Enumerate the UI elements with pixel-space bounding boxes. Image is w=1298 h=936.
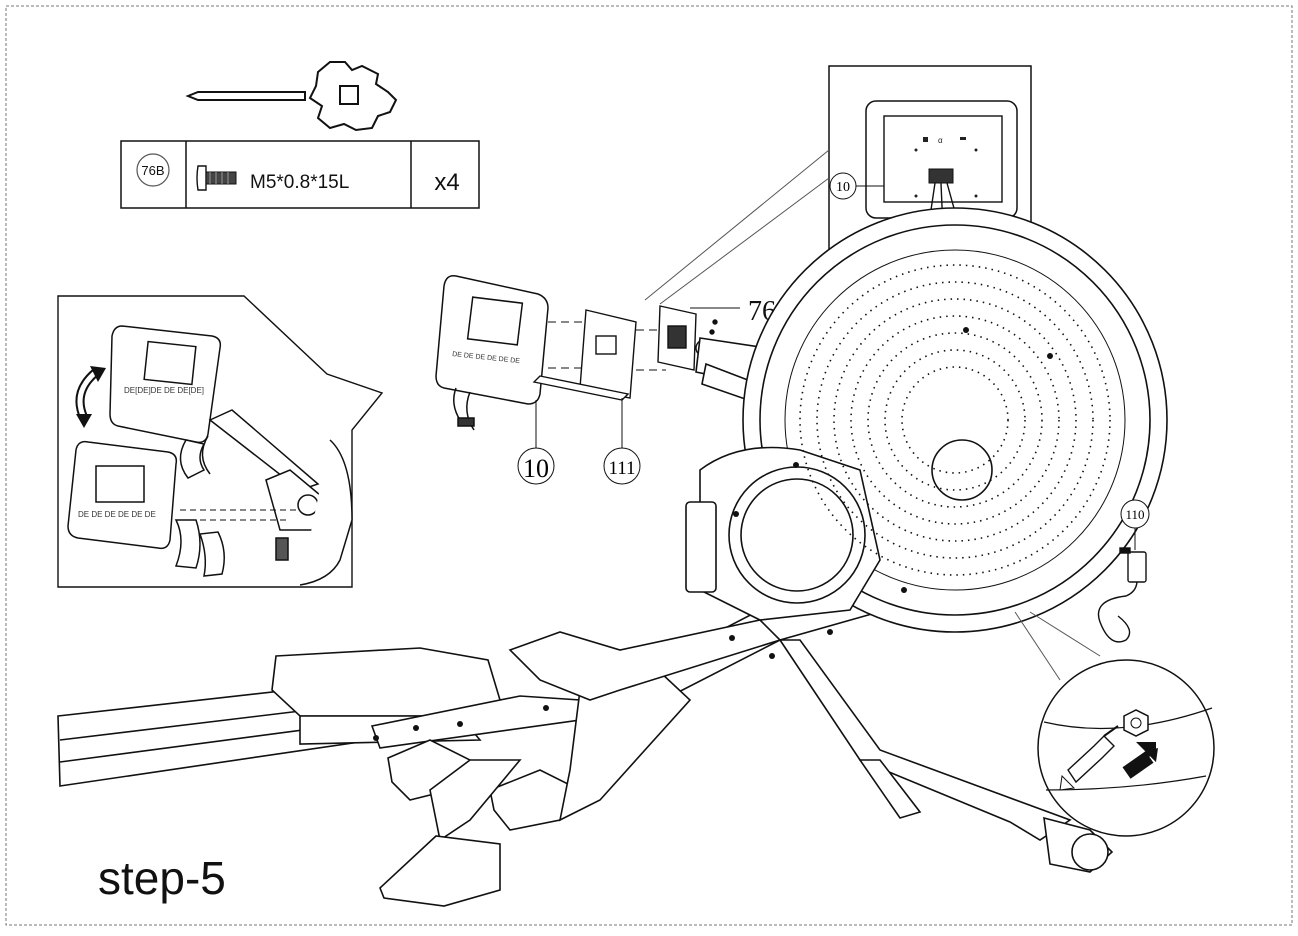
bolt-quantity: x4 <box>434 169 459 196</box>
zoom-line <box>659 177 830 305</box>
fan-perforation <box>799 264 1111 576</box>
zoom-line <box>644 149 830 301</box>
hardware-table: 76B M5*0.8*15L x4 <box>120 140 480 209</box>
part-id-circle <box>136 153 170 187</box>
part-id: 76B <box>141 163 164 178</box>
callout-circle-holder <box>603 447 641 485</box>
svg-text:α: α <box>938 136 943 145</box>
allen-screwdriver-tool-icon <box>185 61 398 132</box>
rotate-arrow-icon <box>75 366 106 428</box>
callout-inset-console: 10 <box>836 180 850 195</box>
zoom-line <box>1014 611 1061 681</box>
bolt-icon <box>196 165 237 191</box>
callout-adapter: 110 <box>1125 507 1144 522</box>
zoom-line <box>1029 611 1101 657</box>
bracket-part <box>657 305 718 371</box>
console-holder-part <box>532 309 637 401</box>
power-adapter <box>1097 547 1147 643</box>
console-rotation-inset: DE[DE]DE DE DE[DE] DE DE DE DE DE DE <box>57 295 384 588</box>
callout-circle-console <box>517 447 555 485</box>
console-part <box>435 274 549 431</box>
step-label: step-5 <box>98 852 226 904</box>
callout-console: 10 <box>523 454 549 483</box>
svg-text:DE DE DE DE DE DE: DE DE DE DE DE DE <box>78 510 156 519</box>
callout-holder: 111 <box>608 458 635 479</box>
callout-circle-inset-console <box>829 172 857 200</box>
plug-in-arrow-icon <box>1122 742 1158 779</box>
bolt-spec: M5*0.8*15L <box>250 172 349 193</box>
power-socket-zoom <box>1037 659 1215 837</box>
page-border <box>5 5 1293 926</box>
rail-holes <box>373 327 1053 741</box>
svg-text:DE[DE]DE DE DE[DE]: DE[DE]DE DE DE[DE] <box>124 386 204 395</box>
callout-circle-adapter <box>1120 499 1150 529</box>
